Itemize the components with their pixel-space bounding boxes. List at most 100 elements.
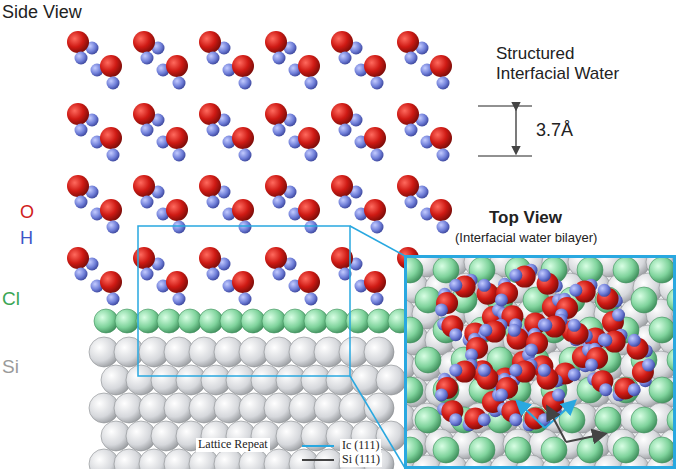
atom [469, 437, 495, 463]
atom [376, 365, 406, 395]
atom [613, 437, 639, 463]
atom [435, 388, 448, 401]
atom [405, 52, 418, 65]
atom [173, 77, 186, 90]
atom [115, 309, 139, 333]
atom [649, 377, 675, 403]
atom [539, 319, 552, 332]
dimension-label: 3.7Å [536, 120, 573, 141]
atom [75, 52, 88, 65]
atom [339, 124, 352, 137]
atom [569, 284, 582, 297]
atom [67, 247, 89, 269]
atom [449, 279, 462, 292]
atom-label: H [20, 228, 33, 249]
atom [157, 309, 181, 333]
inset-subtitle: (Interfacial water bilayer) [453, 231, 599, 246]
atom [298, 271, 320, 293]
atom [298, 127, 320, 149]
dimension-bracket [478, 106, 532, 156]
atom [628, 383, 641, 396]
view-title: Side View [2, 2, 82, 23]
atom [599, 383, 612, 396]
atom [367, 309, 391, 333]
atom [568, 319, 581, 332]
atom [479, 324, 492, 337]
atom [509, 269, 522, 282]
atom [207, 268, 220, 281]
atom [133, 31, 155, 53]
atom [273, 124, 286, 137]
atom [166, 127, 188, 149]
legend-title: Lattice Repeat [196, 438, 270, 452]
atom [478, 413, 491, 426]
atom [371, 221, 384, 234]
atom [371, 77, 384, 90]
atom [207, 124, 220, 137]
atom [599, 334, 612, 347]
atom [649, 257, 675, 283]
atom [273, 52, 286, 65]
inset-frame: Top View(Interfacial water bilayer) [404, 255, 676, 469]
atom [232, 199, 254, 221]
zoom-line [350, 226, 405, 256]
silicon-layer [89, 337, 406, 469]
atom [232, 271, 254, 293]
atom [298, 55, 320, 77]
atom [298, 199, 320, 221]
atom [437, 149, 450, 162]
atom [265, 247, 287, 269]
atom-label: Cl [2, 288, 20, 310]
atom [100, 127, 122, 149]
layer-label: Structured Interfacial Water [496, 44, 631, 83]
legend-line [302, 445, 334, 447]
atom [433, 377, 459, 403]
atom [449, 413, 462, 426]
atom [364, 127, 386, 149]
atom-label: Si [2, 356, 19, 378]
legend-label: Si (111) [340, 453, 382, 467]
atom [173, 293, 186, 306]
atom [305, 149, 318, 162]
atom [364, 55, 386, 77]
atom [631, 407, 657, 433]
atom [265, 103, 287, 125]
atom [509, 413, 522, 426]
atom [415, 407, 441, 433]
atom [552, 389, 565, 402]
atom [478, 279, 491, 292]
atom [437, 221, 450, 234]
atom [178, 309, 202, 333]
atom [585, 358, 598, 371]
atom [598, 284, 611, 297]
atom [430, 55, 452, 77]
atom [232, 55, 254, 77]
atom [649, 317, 675, 343]
atom [478, 364, 491, 377]
legend-line [302, 459, 334, 461]
atom [273, 268, 286, 281]
atom [75, 268, 88, 281]
atom [405, 257, 423, 283]
atom [405, 437, 423, 463]
atom [433, 437, 459, 463]
atom [405, 124, 418, 137]
atom [75, 196, 88, 209]
atom [613, 257, 639, 283]
top-view-figure [405, 256, 675, 468]
atom [405, 196, 418, 209]
atom [133, 103, 155, 125]
atom [100, 271, 122, 293]
atom [304, 309, 328, 333]
atom [595, 407, 621, 433]
inset-title: Top View [487, 208, 564, 228]
atom [305, 221, 318, 234]
atom [437, 77, 450, 90]
atom [577, 437, 603, 463]
atom [199, 31, 221, 53]
atom [371, 149, 384, 162]
atom [265, 175, 287, 197]
atom [505, 437, 531, 463]
atom [364, 199, 386, 221]
atom [305, 77, 318, 90]
